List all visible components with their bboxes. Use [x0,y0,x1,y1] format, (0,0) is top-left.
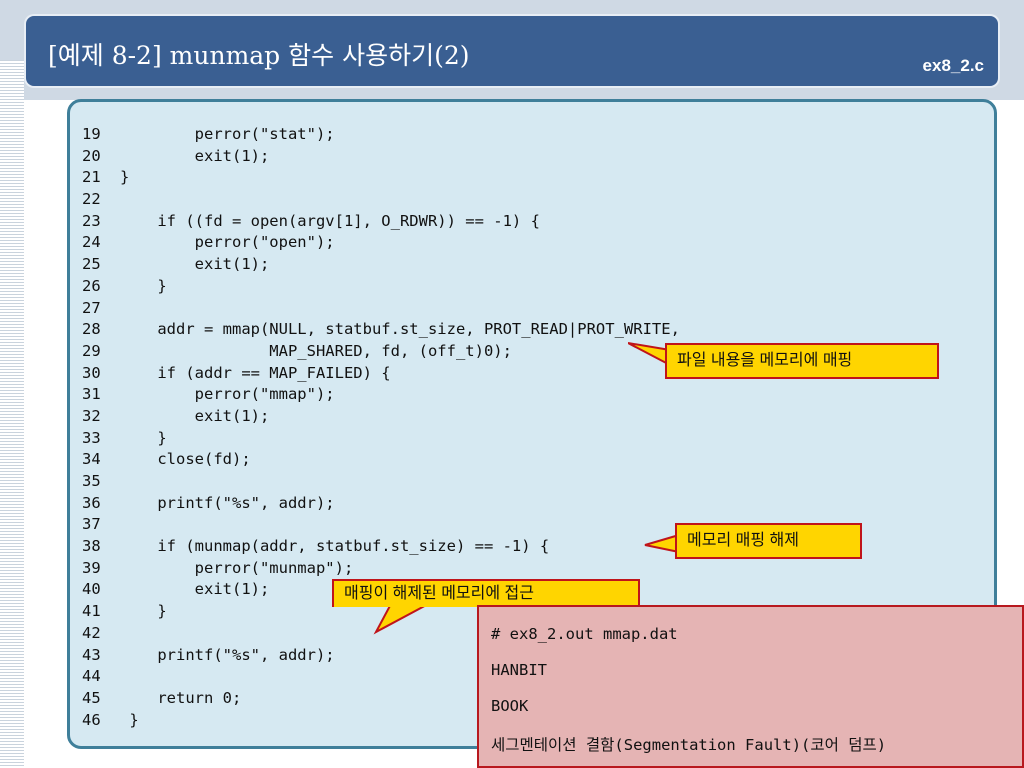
line-number: 37 [82,515,101,534]
code-line: 21} [82,167,680,189]
output-line-1: HANBIT [491,661,547,679]
line-number: 46 [82,710,101,729]
code-line: 35 [82,471,680,493]
line-number: 41 [82,602,101,621]
code-text: MAP_SHARED, fd, (off_t)0); [120,341,512,360]
line-number: 40 [82,580,101,599]
code-text: printf("%s", addr); [120,493,335,512]
code-text: perror("stat"); [120,125,335,143]
line-number: 30 [82,363,101,382]
munmap-callout: 메모리 매핑 해제 [675,523,862,559]
code-text: exit(1); [120,146,270,165]
output-line-2: BOOK [491,697,529,715]
line-number: 31 [82,385,101,404]
line-number: 36 [82,493,101,512]
code-line: 25 exit(1); [82,254,680,276]
munmap-callout-text: 메모리 매핑 해제 [687,532,799,549]
line-number: 24 [82,233,101,252]
line-number: 19 [82,125,101,143]
code-line: 29 MAP_SHARED, fd, (off_t)0); [82,341,680,363]
code-text: } [120,710,139,729]
line-number: 43 [82,645,101,664]
code-text: close(fd); [120,450,251,469]
code-line: 31 perror("mmap"); [82,384,680,406]
line-number: 39 [82,558,101,577]
code-text: } [120,168,130,187]
code-line: 22 [82,189,680,211]
slide-title: [예제 8-2] munmap 함수 사용하기(2) [48,41,470,70]
code-line: 32 exit(1); [82,406,680,428]
code-text: addr = mmap(NULL, statbuf.st_size, PROT_… [120,320,680,339]
line-number: 34 [82,450,101,469]
line-number: 22 [82,190,101,209]
output-command: # ex8_2.out mmap.dat [491,625,678,643]
code-line: 27 [82,298,680,320]
code-line: 28 addr = mmap(NULL, statbuf.st_size, PR… [82,319,680,341]
line-number: 45 [82,688,101,707]
line-number: 35 [82,472,101,490]
access-callout-text: 매핑이 해제된 메모리에 접근 [344,585,534,602]
code-line: 36 printf("%s", addr); [82,493,680,515]
line-number: 23 [82,211,101,230]
code-line: 44 [82,666,680,688]
code-line: 23 if ((fd = open(argv[1], O_RDWR)) == -… [82,211,680,233]
line-number: 26 [82,276,101,295]
line-number: 32 [82,406,101,425]
code-text: if (addr == MAP_FAILED) { [120,363,391,382]
mmap-callout-text: 파일 내용을 메모리에 매핑 [677,352,853,369]
line-number: 42 [82,623,101,642]
file-name-label: ex8_2.c [922,56,984,75]
code-text: if (munmap(addr, statbuf.st_size) == -1)… [120,537,550,556]
code-text: exit(1); [120,406,270,425]
line-number: 44 [82,667,101,686]
title-bar: [예제 8-2] munmap 함수 사용하기(2) ex8_2.c [26,16,998,86]
line-number: 27 [82,298,101,317]
program-output-box: # ex8_2.out mmap.dat HANBIT BOOK 세그멘테이션 … [477,605,1024,768]
code-line: 42 [82,623,680,645]
output-error: 세그멘테이션 결함(Segmentation Fault)(코어 덤프) [491,736,887,754]
code-line: 45 return 0; [82,688,680,710]
line-number: 20 [82,146,101,165]
code-text: if ((fd = open(argv[1], O_RDWR)) == -1) … [120,211,540,230]
code-text: printf("%s", addr); [120,645,335,664]
slide-side-stripes [0,60,24,768]
code-text: perror("open"); [120,233,335,252]
code-text: perror("munmap"); [120,558,354,577]
code-text: } [120,276,167,295]
line-number: 33 [82,428,101,447]
code-line: 46 } [82,710,680,732]
code-line: 34 close(fd); [82,449,680,471]
code-line: 41 } [82,601,680,623]
code-line: 20 exit(1); [82,146,680,168]
code-line: 38 if (munmap(addr, statbuf.st_size) == … [82,536,680,558]
line-number: 29 [82,341,101,360]
code-text: } [120,602,167,621]
line-number: 28 [82,320,101,339]
code-line: 19 perror("stat"); [82,124,680,146]
code-line: 43 printf("%s", addr); [82,645,680,667]
code-text: return 0; [120,688,242,707]
line-number: 21 [82,168,101,187]
code-line: 30 if (addr == MAP_FAILED) { [82,363,680,385]
code-line: 39 perror("munmap"); [82,558,680,580]
code-line: 24 perror("open"); [82,232,680,254]
code-line: 26 } [82,276,680,298]
code-text: perror("mmap"); [120,385,335,404]
code-line: 37 [82,514,680,536]
mmap-callout: 파일 내용을 메모리에 매핑 [665,343,939,379]
line-number: 38 [82,537,101,556]
code-text: } [120,428,167,447]
line-number: 25 [82,255,101,274]
code-line: 40 exit(1); [82,579,680,601]
code-text: exit(1); [120,580,270,599]
code-text: exit(1); [120,255,270,274]
access-callout: 매핑이 해제된 메모리에 접근 [332,579,640,607]
code-line: 33 } [82,428,680,450]
